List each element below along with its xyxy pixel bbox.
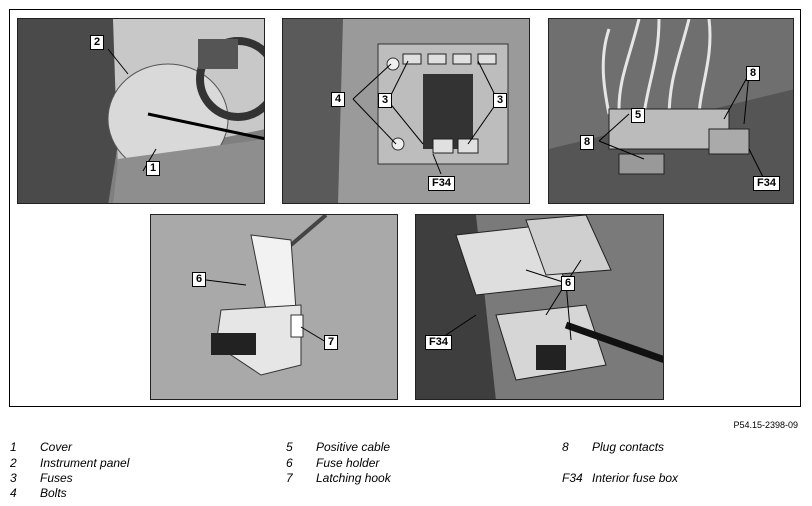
- callout-2: 2: [90, 35, 105, 50]
- callout-8-left: 8: [580, 135, 595, 150]
- callout-7: 7: [324, 335, 339, 350]
- photo-fuse-holder: [150, 214, 398, 400]
- callout-5: 5: [631, 108, 646, 123]
- photo-fuse-holders-removal: [415, 214, 664, 400]
- callout-f34: F34: [428, 176, 455, 191]
- photo-fuse-box: [282, 18, 530, 204]
- photo-plug-contacts: [548, 18, 794, 204]
- callout-1: 1: [146, 161, 161, 176]
- callout-3-left: 3: [378, 93, 393, 108]
- callout-4: 4: [331, 92, 346, 107]
- photo-instrument-panel: [17, 18, 265, 204]
- callout-6: 6: [192, 272, 207, 287]
- figure-reference: P54.15-2398-09: [733, 420, 798, 430]
- callout-f34-3: F34: [425, 335, 452, 350]
- callout-6-b: 6: [561, 276, 576, 291]
- callout-8-top: 8: [746, 66, 761, 81]
- callout-3-right: 3: [493, 93, 508, 108]
- callout-f34-2: F34: [753, 176, 780, 191]
